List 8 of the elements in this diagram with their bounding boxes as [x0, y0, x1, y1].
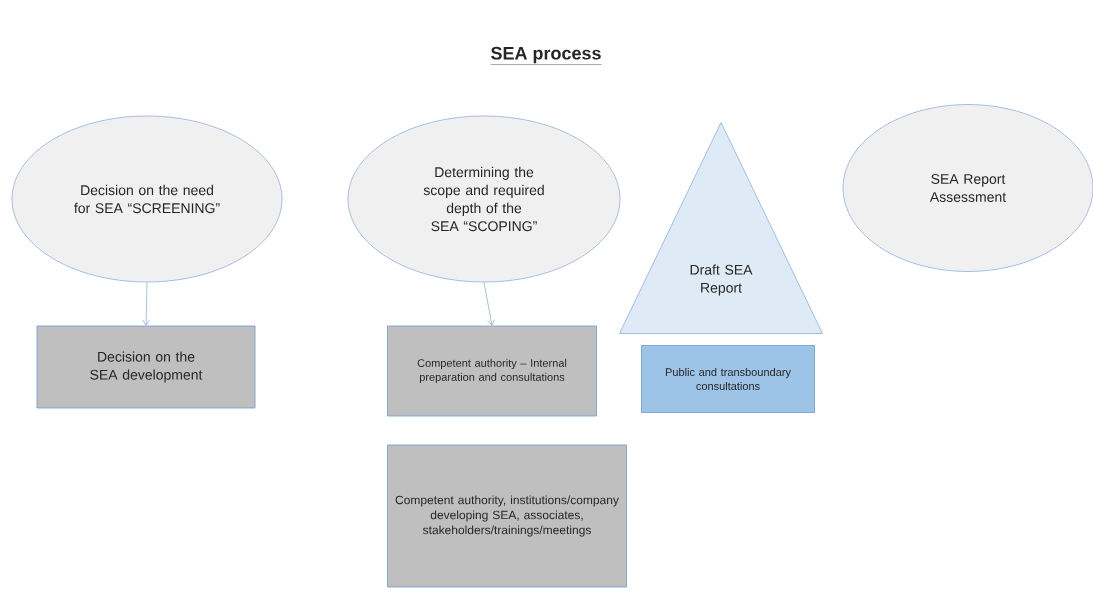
arrow	[142, 282, 150, 326]
process-box: Competent authority – Internal preparation and consultations	[387, 325, 597, 417]
process-box: Public and transboundary consultations	[641, 345, 815, 413]
process-box: Competent authority, institutions/company developing SEA, associates, stakeholders/trainings/meetings	[387, 444, 627, 588]
triangle: Draft SEA Report	[619, 122, 823, 334]
process-box: Decision on the SEA development	[36, 325, 256, 409]
title: SEA process	[490, 46, 602, 65]
arrow	[483, 282, 495, 326]
